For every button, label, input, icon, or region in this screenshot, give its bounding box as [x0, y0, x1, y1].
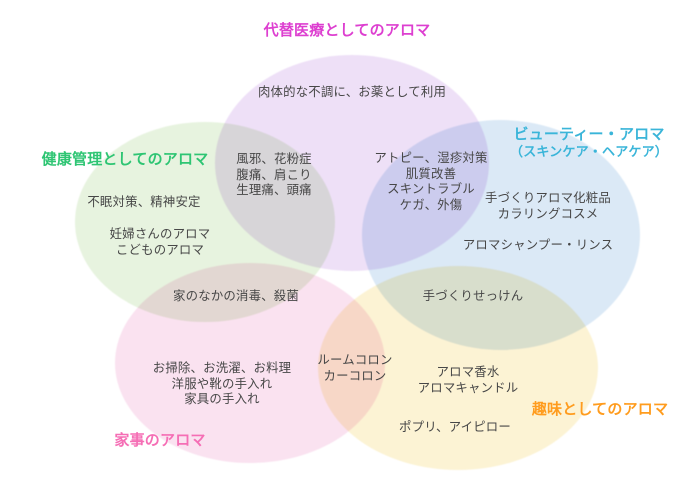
health-circle-title: 健康管理としてのアロマ [41, 151, 209, 168]
label-potpourri: ポプリ、アイピロー [399, 420, 511, 434]
beauty-circle-title: ビューティー・アロマ （スキンケア・ヘアケア） [509, 126, 669, 160]
label-atopy: アトピー、湿疹対策肌質改善スキントラブルケガ、外傷 [374, 151, 488, 212]
label-cologne: ルームコロンカーコロン [317, 353, 393, 383]
housework-circle-title: 家事のアロマ [114, 432, 206, 449]
label-cosmetics: 手づくりアロマ化粧品カラリングコスメ [485, 191, 611, 221]
label-colds: 風邪、花粉症腹痛、肩こり生理痛、頭痛 [236, 152, 312, 197]
venn-circle-hobby [318, 266, 598, 470]
medical-circle-title: 代替医療としてのアロマ [263, 22, 431, 39]
hobby-circle-title: 趣味としてのアロマ [531, 401, 669, 418]
label-sleep: 不眠対策、精神安定 [87, 195, 201, 209]
label-soap: 手づくりせっけん [422, 289, 524, 303]
label-perfume: アロマ香水アロマキャンドル [417, 365, 519, 395]
beauty-title-main: ビューティー・アロマ [513, 126, 665, 143]
label-disinfection: 家のなかの消毒、殺菌 [173, 289, 299, 303]
label-maternity: 妊婦さんのアロマこどものアロマ [109, 227, 211, 257]
label-medical-use: 肉体的な不調に、お薬として利用 [257, 85, 447, 99]
label-cleaning: お掃除、お洗濯、お料理洋服や靴の手入れ家具の手入れ [152, 361, 292, 406]
beauty-title-sub: （スキンケア・ヘアケア） [509, 143, 669, 159]
label-shampoo: アロマシャンプー・リンス [462, 238, 614, 252]
